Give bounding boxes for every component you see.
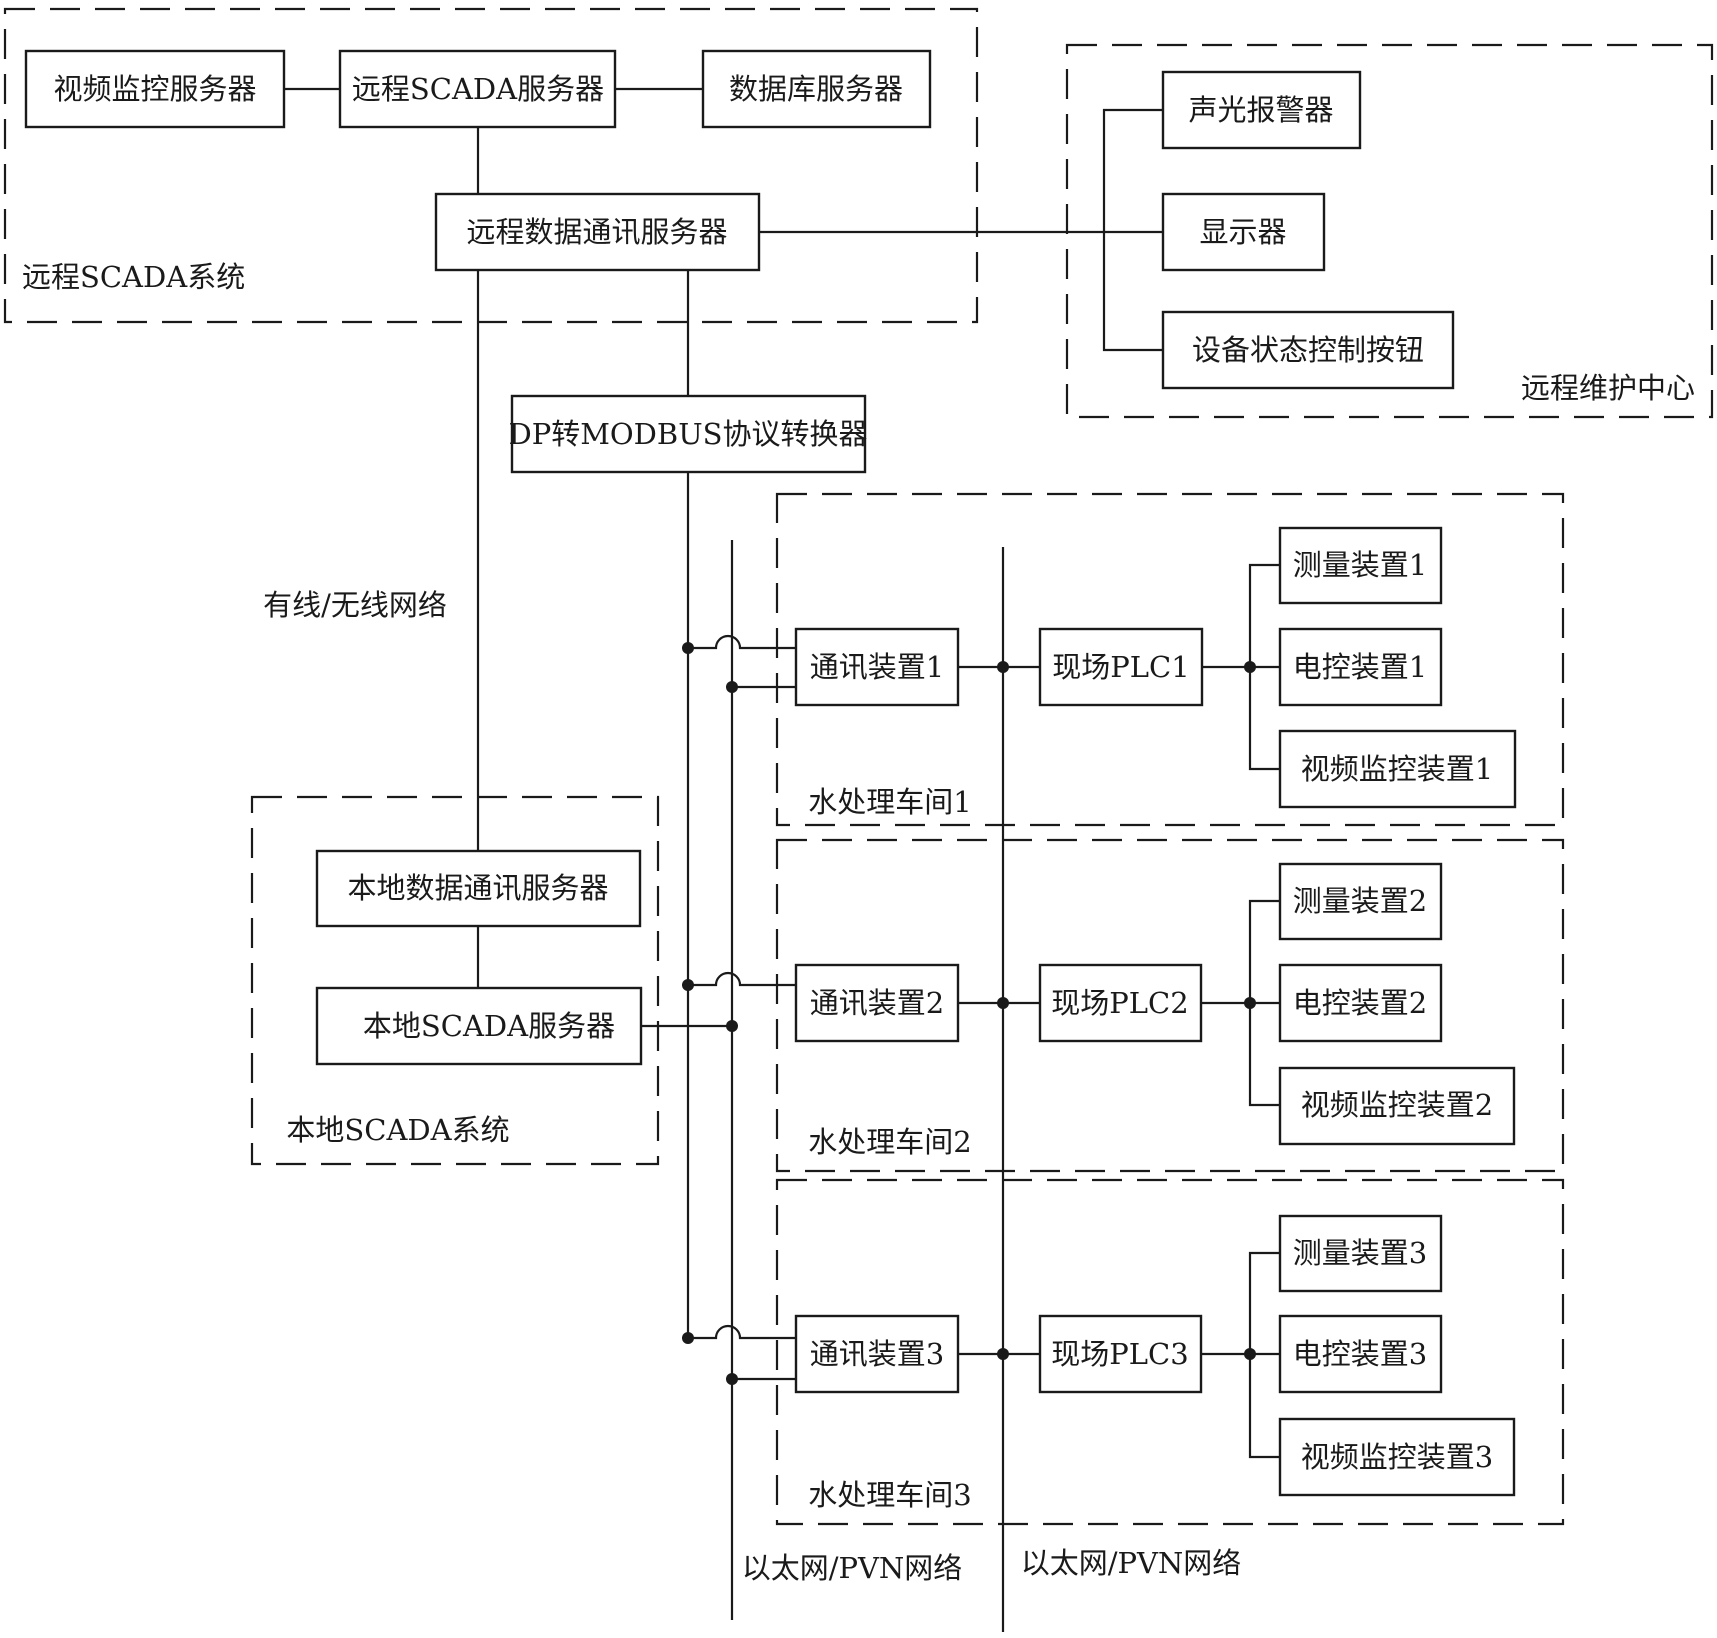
measure-device-3-label: 测量装置3 bbox=[1293, 1236, 1427, 1270]
database-server-label: 数据库服务器 bbox=[729, 72, 903, 106]
plc-3-label: 现场PLC3 bbox=[1051, 1337, 1188, 1371]
wire-maintenance-bus bbox=[1102, 108, 1163, 352]
protocol-converter-label: DP转MODBUS协议转换器 bbox=[508, 417, 867, 451]
remote-scada-group bbox=[3, 7, 979, 324]
plc-3-box bbox=[1038, 1314, 1203, 1394]
workshop-2-wiring bbox=[682, 899, 1280, 1107]
video-device-2-label: 视频监控装置2 bbox=[1301, 1088, 1493, 1122]
comm-device-1-label: 通讯装置1 bbox=[810, 650, 944, 684]
measure-device-2-box bbox=[1278, 862, 1443, 941]
measure-device-1-label: 测量装置1 bbox=[1293, 548, 1427, 582]
workshop-1-label: 水处理车间1 bbox=[808, 785, 971, 819]
electric-control-2-label: 电控装置2 bbox=[1293, 986, 1427, 1020]
video-device-2-box bbox=[1278, 1066, 1516, 1146]
ethernet-network-label-1: 以太网/PVN网络 bbox=[742, 1551, 963, 1585]
remote-scada-group-label: 远程SCADA系统 bbox=[22, 260, 245, 294]
remote-maintenance-group-label: 远程维护中心 bbox=[1521, 371, 1695, 405]
video-device-3-box bbox=[1278, 1417, 1516, 1497]
video-device-1-label: 视频监控装置1 bbox=[1301, 752, 1493, 786]
plc-1-box bbox=[1038, 627, 1204, 707]
workshop-3-group bbox=[775, 1178, 1565, 1526]
wired-wireless-network-label: 有线/无线网络 bbox=[263, 588, 447, 622]
measure-device-2-label: 测量装置2 bbox=[1293, 884, 1427, 918]
measure-device-3-box bbox=[1278, 1214, 1443, 1293]
display-label: 显示器 bbox=[1199, 215, 1286, 249]
alarm-box bbox=[1161, 70, 1362, 150]
video-device-1-box bbox=[1278, 729, 1517, 809]
control-button-label: 设备状态控制按钮 bbox=[1192, 333, 1424, 367]
workshop-2-group bbox=[775, 838, 1565, 1173]
electric-control-2-box bbox=[1278, 963, 1443, 1043]
workshop-1-group bbox=[775, 492, 1565, 827]
remote-scada-server-box bbox=[338, 49, 617, 129]
local-comm-server-label: 本地数据通讯服务器 bbox=[347, 871, 608, 905]
local-scada-group bbox=[250, 795, 660, 1166]
display-box bbox=[1161, 192, 1326, 272]
protocol-converter-box bbox=[510, 394, 867, 474]
video-device-3-label: 视频监控装置3 bbox=[1301, 1440, 1493, 1474]
measure-device-1-box bbox=[1278, 526, 1443, 605]
electric-control-1-box bbox=[1278, 627, 1443, 707]
database-server-box bbox=[701, 49, 932, 129]
electric-control-1-label: 电控装置1 bbox=[1293, 650, 1427, 684]
remote-comm-server-box bbox=[434, 192, 761, 272]
workshop-3-label: 水处理车间3 bbox=[808, 1478, 971, 1512]
plc-2-label: 现场PLC2 bbox=[1051, 986, 1188, 1020]
plc-1-label: 现场PLC1 bbox=[1052, 650, 1189, 684]
local-scada-server-label: 本地SCADA服务器 bbox=[363, 1009, 615, 1043]
local-scada-server-box bbox=[315, 986, 643, 1066]
comm-device-2-label: 通讯装置2 bbox=[810, 986, 944, 1020]
control-button-box bbox=[1161, 310, 1455, 390]
comm-device-3-label: 通讯装置3 bbox=[810, 1337, 944, 1371]
remote-comm-server-label: 远程数据通讯服务器 bbox=[466, 215, 727, 249]
comm-device-3-box bbox=[794, 1314, 960, 1394]
workshop-2-label: 水处理车间2 bbox=[808, 1125, 971, 1159]
comm-device-1-box bbox=[794, 627, 960, 707]
workshop-3-wiring bbox=[682, 1251, 1280, 1459]
local-scada-group-label: 本地SCADA系统 bbox=[286, 1113, 509, 1147]
electric-control-3-box bbox=[1278, 1314, 1443, 1394]
workshop-1-wiring bbox=[682, 563, 1280, 771]
video-monitor-server-box bbox=[24, 49, 286, 129]
plc-2-box bbox=[1038, 963, 1203, 1043]
video-monitor-server-label: 视频监控服务器 bbox=[53, 72, 256, 106]
electric-control-3-label: 电控装置3 bbox=[1293, 1337, 1427, 1371]
remote-scada-server-label: 远程SCADA服务器 bbox=[352, 72, 604, 106]
alarm-label: 声光报警器 bbox=[1188, 93, 1333, 127]
comm-device-2-box bbox=[794, 963, 960, 1043]
local-comm-server-box bbox=[315, 849, 642, 928]
ethernet-network-label-2: 以太网/PVN网络 bbox=[1021, 1546, 1242, 1580]
